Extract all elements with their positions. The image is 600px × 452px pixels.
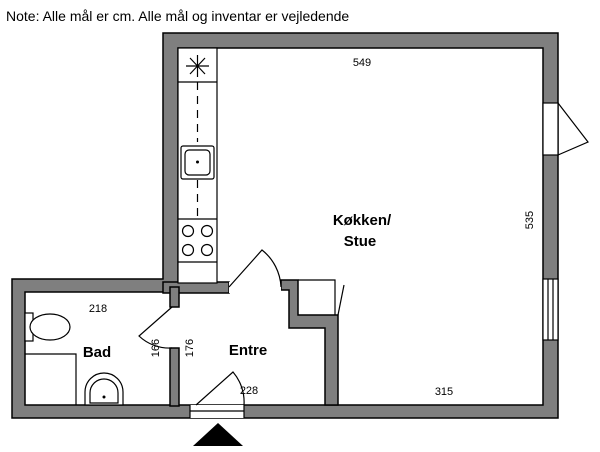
dim-top: 549 (353, 57, 371, 69)
window-upper (542, 102, 559, 156)
doors (138, 249, 345, 418)
window-lower (542, 278, 559, 341)
stove-icon (181, 224, 214, 257)
window-casement (557, 102, 589, 156)
note-text: Note: Alle mål er cm. Alle mål og invent… (6, 8, 349, 24)
dim-bath-height: 166 (150, 339, 162, 357)
washbasin-icon (84, 372, 124, 406)
entrance-arrow-icon (193, 423, 243, 446)
kitchen-counter (177, 47, 218, 284)
dim-right: 535 (524, 211, 536, 229)
dim-bottom: 315 (435, 386, 453, 398)
bath-door-swing (138, 306, 173, 349)
sink-icon (180, 145, 215, 180)
windows (542, 102, 589, 341)
walls (11, 32, 559, 419)
kitchen-door-swing (228, 249, 282, 288)
entrance-label: Entre (229, 342, 267, 359)
kitchen-label-line2: Stue (344, 233, 377, 250)
closet-door (337, 284, 345, 316)
kitchen-label-line1: Køkken/ (333, 212, 392, 229)
toilet-icon (24, 312, 71, 342)
bath-partition-top (169, 286, 180, 308)
extractor-hood-icon (186, 55, 209, 77)
bath-label: Bad (83, 344, 111, 361)
closet-frame (298, 279, 336, 315)
shower-area (25, 353, 77, 405)
dim-entrance-width: 228 (240, 385, 258, 397)
entrance-door-swing (195, 371, 245, 406)
dim-bath-width: 218 (89, 303, 107, 315)
bath-partition-bottom (169, 347, 180, 407)
dim-entrance-height: 176 (184, 339, 196, 357)
bathroom-fixtures (24, 312, 124, 406)
column-wall (280, 279, 339, 406)
